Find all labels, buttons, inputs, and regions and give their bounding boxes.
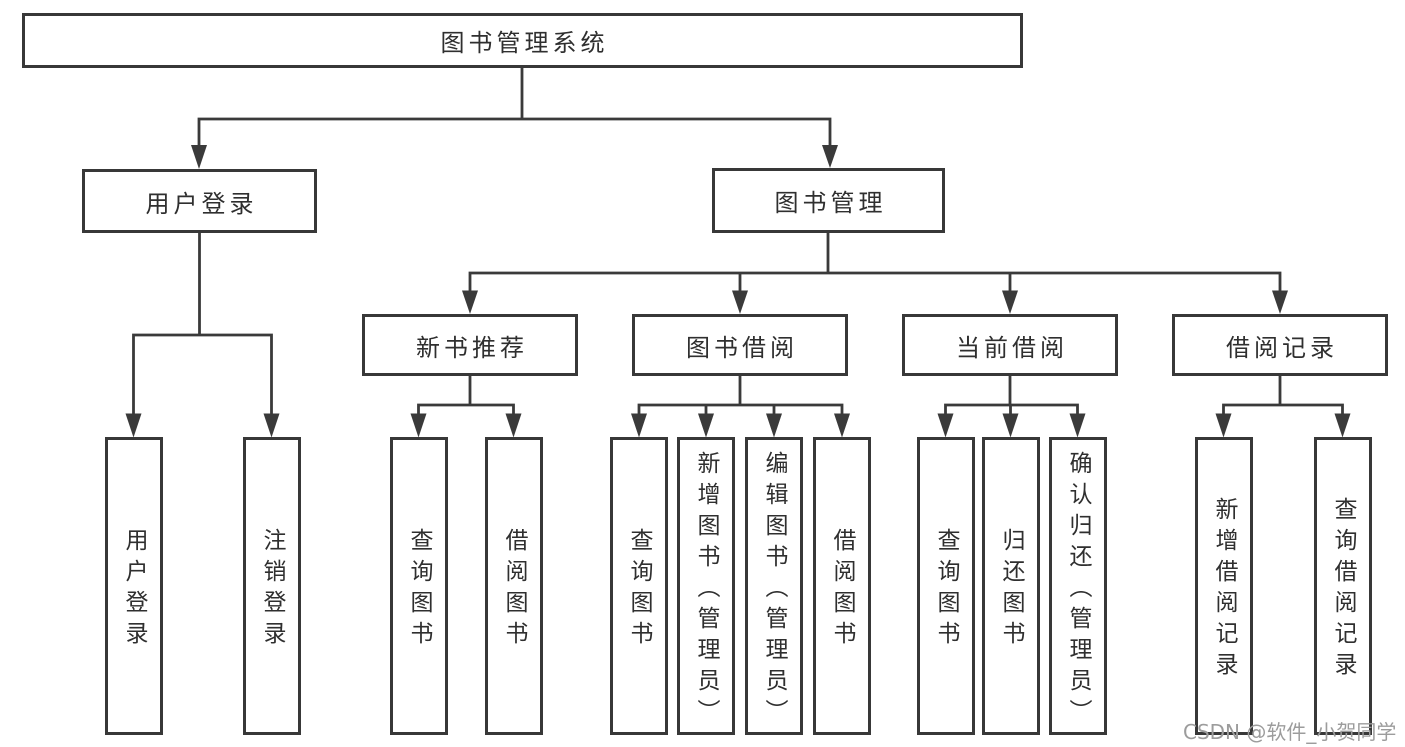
leaf-query-books-borrow-label: 查询图书 xyxy=(626,528,652,652)
leaf-query-books-current-label: 查询图书 xyxy=(933,528,959,652)
watermark: CSDN @软件_小贺同学 xyxy=(1183,720,1397,744)
leaf-query-books-recommend: 查询图书 xyxy=(390,437,448,735)
bar-book-borrowing-children xyxy=(637,403,844,414)
leaf-edit-books-admin: 编辑图书（管理员） xyxy=(745,437,803,735)
arrow-leaf-confirm-return-admin xyxy=(1069,413,1086,438)
leaf-query-borrow-record-label: 查询借阅记录 xyxy=(1330,497,1356,683)
node-book-management-label: 图书管理 xyxy=(774,189,887,217)
arrow-leaf-borrow-books xyxy=(834,413,850,438)
arrow-leaf-add-borrow-record xyxy=(1215,413,1232,438)
node-book-borrowing-label: 图书借阅 xyxy=(686,333,798,362)
leaf-add-books-admin-label: 新增图书（管理员） xyxy=(693,450,719,730)
arrow-leaf-logout xyxy=(263,413,280,438)
leaf-query-books-current: 查询图书 xyxy=(917,437,975,735)
node-root: 图书管理系统 xyxy=(22,13,1023,68)
node-current-borrowing-label: 当前借阅 xyxy=(956,333,1068,362)
leaf-edit-books-admin-label: 编辑图书（管理员） xyxy=(761,450,787,730)
leaf-borrow-books-recommend: 借阅图书 xyxy=(485,437,543,735)
leaf-confirm-return-admin-label: 确认归还（管理员） xyxy=(1065,450,1091,730)
arrow-book-management xyxy=(822,145,838,168)
node-borrowing-records-label: 借阅记录 xyxy=(1226,333,1338,362)
leaf-user-login: 用户登录 xyxy=(105,437,163,735)
leaf-logout: 注销登录 xyxy=(243,437,301,735)
arrow-borrowing-records xyxy=(1272,290,1288,314)
leaf-borrow-books: 借阅图书 xyxy=(813,437,871,735)
node-book-borrowing: 图书借阅 xyxy=(632,314,848,376)
arrow-leaf-return-books xyxy=(1002,413,1019,438)
leaf-return-books-label: 归还图书 xyxy=(998,528,1024,652)
arrow-leaf-borrow-books-recommend xyxy=(505,413,522,438)
arrow-book-borrowing xyxy=(732,290,748,314)
leaf-query-books-recommend-label: 查询图书 xyxy=(406,528,432,652)
arrow-new-book-recommendation xyxy=(462,290,478,314)
bar-book-management-children xyxy=(468,271,1282,291)
node-user-login-label: 用户登录 xyxy=(145,189,258,218)
node-new-book-recommendation: 新书推荐 xyxy=(362,314,578,376)
bar-root-children xyxy=(197,117,832,146)
leaf-user-login-label: 用户登录 xyxy=(121,528,147,652)
leaf-add-borrow-record: 新增借阅记录 xyxy=(1195,437,1253,735)
leaf-return-books: 归还图书 xyxy=(982,437,1040,735)
leaf-add-books-admin: 新增图书（管理员） xyxy=(677,437,735,735)
arrow-leaf-user-login xyxy=(125,413,142,438)
arrow-user-login xyxy=(191,145,207,169)
bar-borrowing-records-children xyxy=(1222,403,1344,414)
node-book-management: 图书管理 xyxy=(712,168,945,233)
leaf-add-borrow-record-label: 新增借阅记录 xyxy=(1211,497,1237,683)
leaf-query-borrow-record: 查询借阅记录 xyxy=(1314,437,1372,735)
arrowheads xyxy=(125,145,1351,438)
arrow-leaf-edit-books-admin xyxy=(766,413,782,438)
node-user-login: 用户登录 xyxy=(82,169,317,233)
node-current-borrowing: 当前借阅 xyxy=(902,314,1118,376)
node-borrowing-records: 借阅记录 xyxy=(1172,314,1388,376)
bar-new-book-children xyxy=(417,403,515,414)
node-root-label: 图书管理系统 xyxy=(440,29,609,57)
leaf-borrow-books-label: 借阅图书 xyxy=(829,528,855,652)
arrow-current-borrowing xyxy=(1002,290,1018,314)
leaf-confirm-return-admin: 确认归还（管理员） xyxy=(1049,437,1107,735)
arrow-leaf-query-borrow-record xyxy=(1334,413,1351,438)
bar-user-login-children xyxy=(132,333,273,414)
arrow-leaf-query-books-borrow xyxy=(631,413,647,438)
arrow-leaf-add-books-admin xyxy=(698,413,714,438)
leaf-borrow-books-recommend-label: 借阅图书 xyxy=(501,528,527,652)
leaf-logout-label: 注销登录 xyxy=(259,528,285,652)
leaf-query-books-borrow: 查询图书 xyxy=(610,437,668,735)
arrow-leaf-query-books-current xyxy=(937,413,954,438)
node-new-book-recommendation-label: 新书推荐 xyxy=(416,333,528,362)
arrow-leaf-query-books-recommend xyxy=(410,413,427,438)
